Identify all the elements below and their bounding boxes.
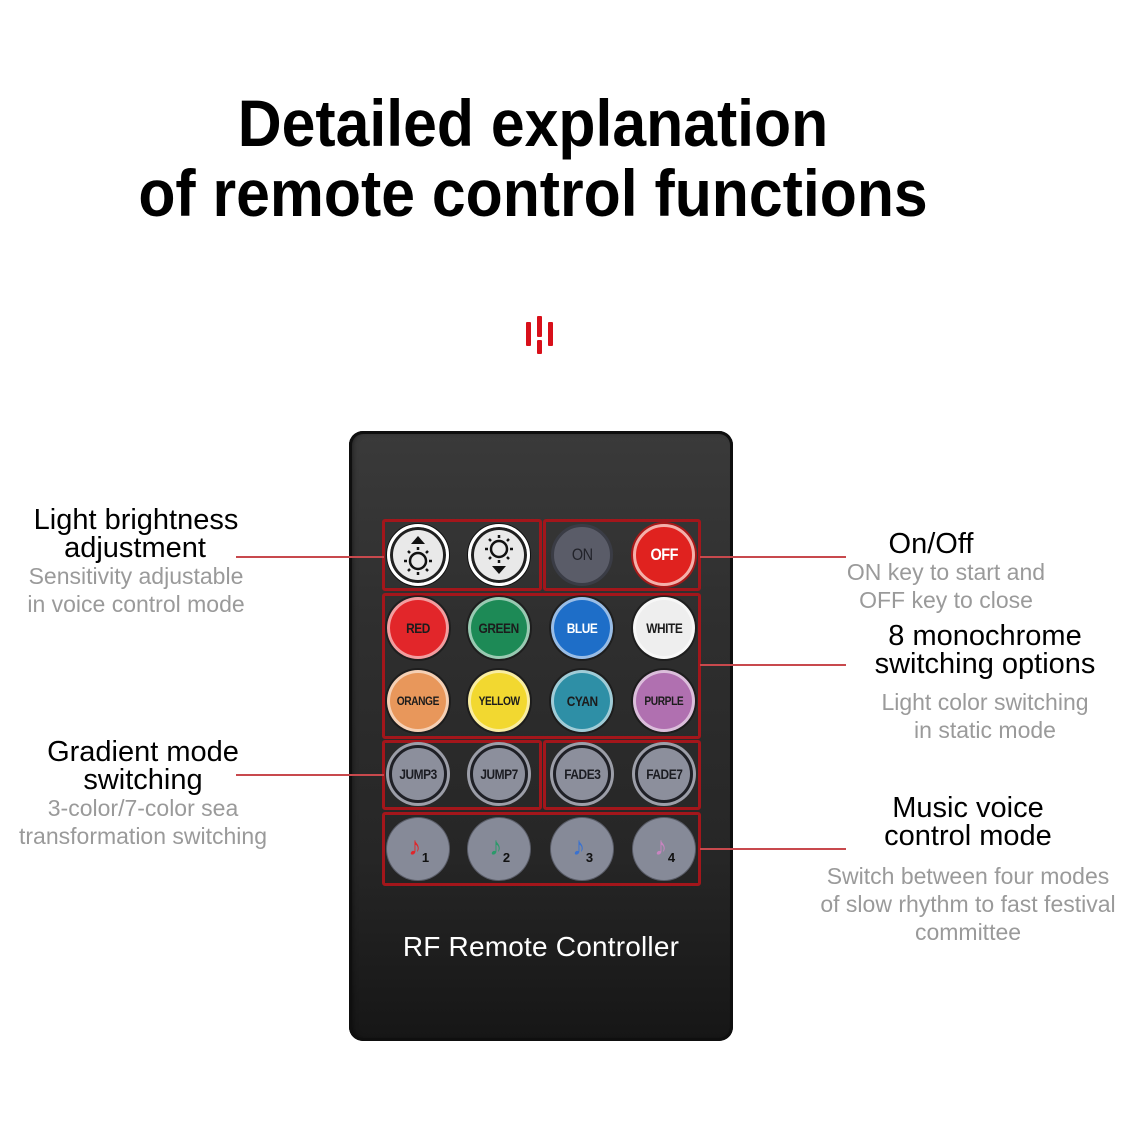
music-annotation: Music voice control mode Switch between … [790,794,1138,946]
music-sub-2: of slow rhythm to fast festival [820,891,1116,917]
fade3-button[interactable]: FADE3 [553,745,611,803]
white-button-label: WHITE [645,620,683,636]
monochrome-annotation: 8 monochrome switching options Light col… [840,622,1130,744]
onoff-leader-line [700,556,846,558]
brightness-heading-2: adjustment [64,532,206,564]
green-button[interactable]: GREEN [468,597,530,659]
onoff-annotation: On/Off ON key to start and OFF key to cl… [820,530,1072,614]
fade7-button-label: FADE7 [645,766,683,782]
brightness-up-button[interactable] [387,524,449,586]
music-sub-1: Switch between four modes [826,863,1110,889]
music-leader-line [700,848,846,850]
jump7-button[interactable]: JUMP7 [470,745,528,803]
power-group [543,519,701,591]
purple-button[interactable]: PURPLE [633,670,695,732]
brightness-group [382,519,542,591]
music-mode-1-button[interactable]: ♪ 1 [387,818,449,880]
purple-button-label: PURPLE [644,694,684,708]
onoff-sub-2: OFF key to close [859,587,1033,613]
green-button-label: GREEN [478,620,520,636]
music-note-icon: ♪ [408,830,421,861]
page-title-line-1: Detailed explanation [237,86,829,160]
gradient-heading-1: Gradient mode [47,736,239,768]
music-mode-2-label: 2 [502,849,510,865]
monochrome-heading-1: 8 monochrome [888,620,1082,652]
yellow-button[interactable]: YELLOW [468,670,530,732]
white-button[interactable]: WHITE [633,597,695,659]
monochrome-heading-2: switching options [874,648,1096,680]
brightness-leader-line [236,556,384,558]
brightness-down-button[interactable] [468,524,530,586]
orange-button[interactable]: ORANGE [387,670,449,732]
music-note-icon: ♪ [572,830,585,861]
blue-button-label: BLUE [566,620,598,636]
brand-bars-icon [524,316,558,354]
brightness-sub-2: in voice control mode [27,591,245,617]
blue-button[interactable]: BLUE [551,597,613,659]
orange-button-label: ORANGE [396,694,440,708]
music-heading-1: Music voice [892,792,1044,824]
music-sub-3: committee [914,919,1022,945]
monochrome-sub-2: in static mode [914,717,1056,743]
brightness-up-icon [404,536,432,575]
gradient-sub-2: transformation switching [19,823,267,849]
gradient-heading-2: switching [83,764,203,796]
music-heading-2: control mode [884,820,1052,852]
music-note-icon: ♪ [654,830,667,861]
monochrome-leader-line [700,664,846,666]
jump7-button-label: JUMP7 [480,766,518,782]
music-group [382,812,701,886]
gradient-sub-1: 3-color/7-color sea [47,795,239,821]
brightness-sub-1: Sensitivity adjustable [28,563,244,589]
yellow-button-label: YELLOW [478,694,520,708]
gradient-leader-line [236,774,384,776]
fade3-button-label: FADE3 [563,766,601,782]
brightness-down-icon [485,535,513,574]
music-mode-2-button[interactable]: ♪ 2 [468,818,530,880]
onoff-sub-1: ON key to start and [846,559,1046,585]
cyan-button[interactable]: CYAN [551,670,613,732]
on-button-label: ON [571,545,593,564]
page-title-line-2: of remote control functions [138,156,928,230]
music-mode-4-button[interactable]: ♪ 4 [633,818,695,880]
gradient-annotation: Gradient mode switching 3-color/7-color … [0,738,286,850]
onoff-heading: On/Off [888,528,974,560]
music-mode-1-label: 1 [421,849,429,865]
on-button[interactable]: ON [551,524,613,586]
red-button[interactable]: RED [387,597,449,659]
cyan-button-label: CYAN [566,693,598,709]
red-button-label: RED [406,620,430,636]
off-button-label: OFF [650,545,678,564]
brightness-annotation: Light brightness adjustment Sensitivity … [0,506,272,618]
brightness-heading-1: Light brightness [33,504,239,536]
remote-label: RF Remote Controller [402,931,680,962]
jump3-button[interactable]: JUMP3 [389,745,447,803]
fade-group [543,740,701,810]
music-mode-3-button[interactable]: ♪ 3 [551,818,613,880]
music-mode-3-label: 3 [585,849,593,865]
music-mode-4-label: 4 [667,849,675,865]
rf-remote-controller: ON OFF RED GREEN BLUE WHITE ORANGE YELLO… [349,431,733,1041]
jump3-button-label: JUMP3 [399,766,437,782]
color-group [382,593,701,739]
music-note-icon: ♪ [489,830,502,861]
off-button[interactable]: OFF [633,524,695,586]
monochrome-sub-1: Light color switching [881,689,1089,715]
fade7-button[interactable]: FADE7 [635,745,693,803]
